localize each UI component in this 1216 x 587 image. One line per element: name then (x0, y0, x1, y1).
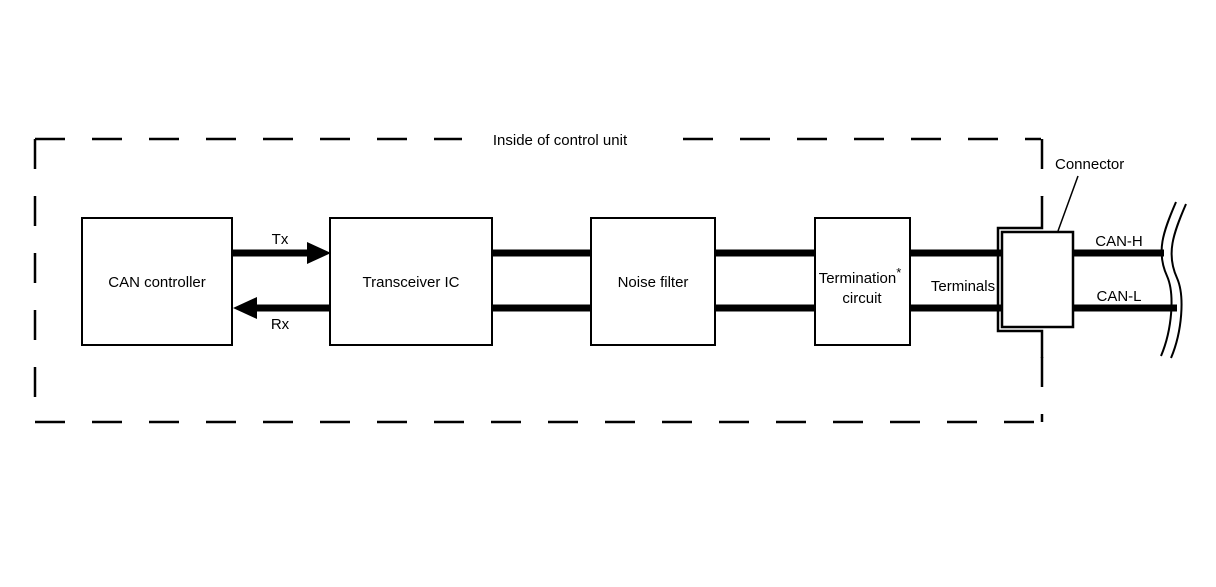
can-h-label: CAN-H (1095, 233, 1143, 250)
can-l-label: CAN-L (1096, 288, 1141, 305)
connector-label: Connector (1055, 156, 1124, 173)
terminals-label: Terminals (931, 278, 995, 295)
connector-pointer-line (1057, 175, 1079, 232)
diagram-title: Inside of control unit (493, 132, 628, 149)
transceiver-ic-label: Transceiver IC (363, 274, 460, 291)
wire-break-wave-left-icon (1160, 201, 1177, 357)
termination-circuit-box (814, 217, 911, 346)
noise-filter-box (590, 217, 716, 346)
connector-body (1000, 230, 1075, 329)
transceiver-ic-box (329, 217, 493, 346)
wire-break-wave-right-icon (1170, 203, 1187, 359)
tx-label: Tx (272, 231, 289, 248)
termination-word: Termination (819, 270, 897, 287)
termination-circuit-label-line2: circuit (842, 290, 882, 307)
can-controller-box (81, 217, 233, 346)
rx-arrowhead-icon (233, 297, 257, 319)
connector-wall-notch (996, 196, 1044, 358)
tx-arrowhead-icon (307, 242, 331, 264)
rx-label: Rx (271, 316, 290, 333)
termination-circuit-label-line1: Termination* (819, 265, 902, 287)
can-controller-label: CAN controller (108, 274, 206, 291)
noise-filter-label: Noise filter (618, 274, 689, 291)
termination-asterisk: * (896, 265, 901, 280)
